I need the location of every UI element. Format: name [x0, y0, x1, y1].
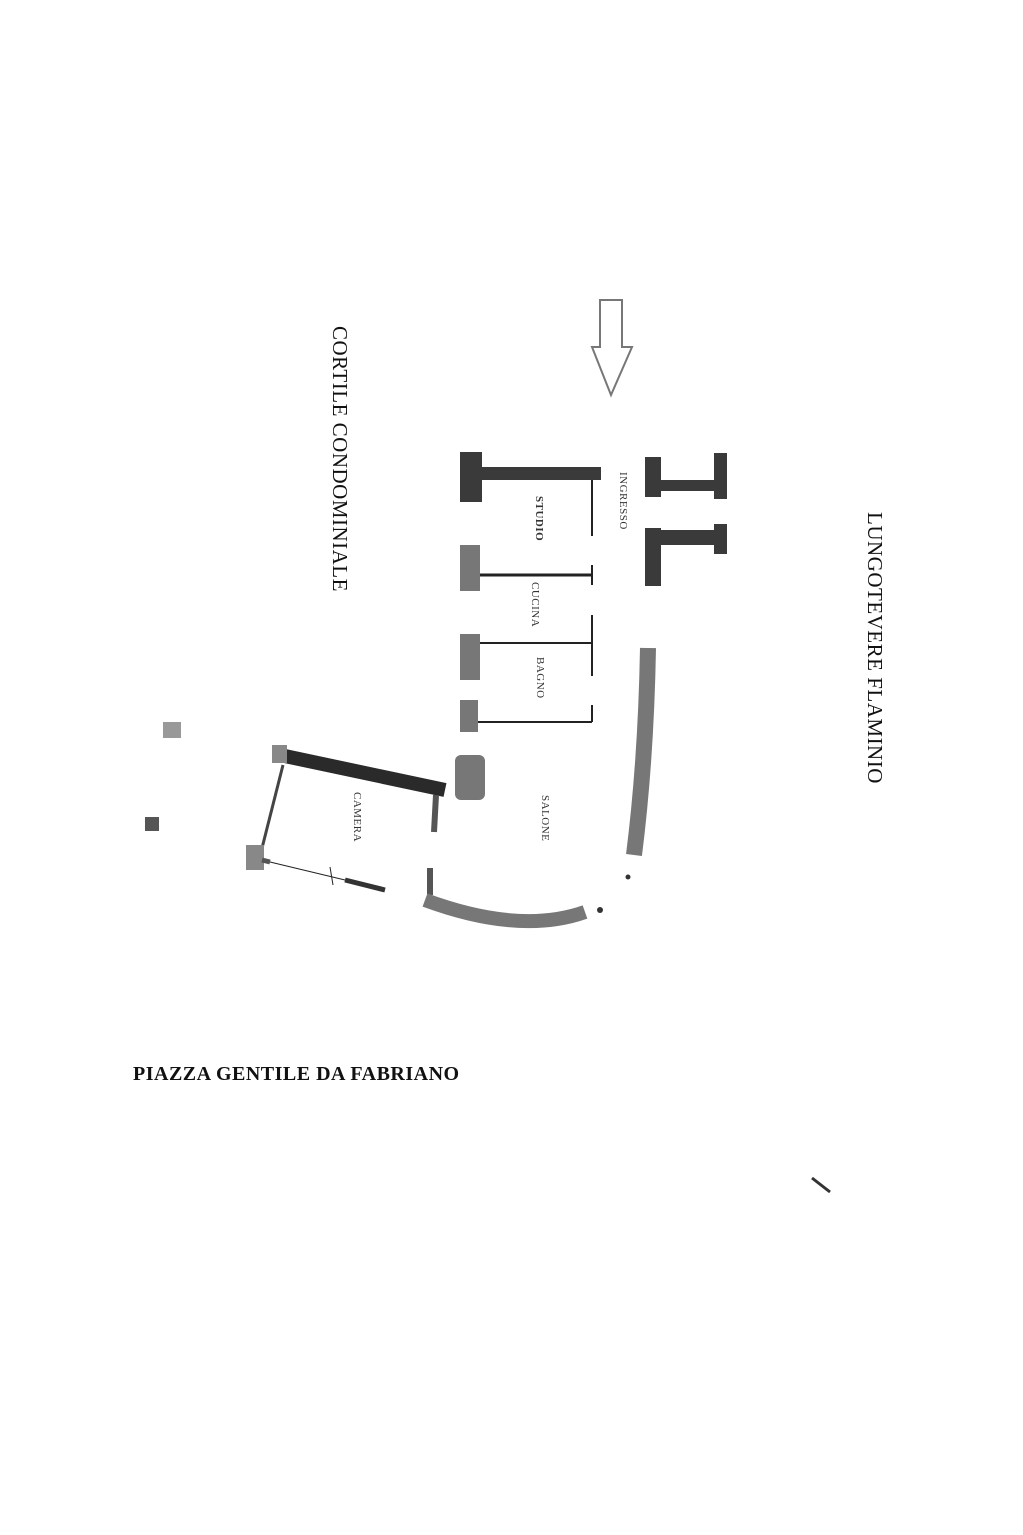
room-label-ingresso: INGRESSO: [617, 472, 629, 530]
entrance-arrow-icon: [590, 299, 634, 398]
scan-mark: [811, 1176, 831, 1194]
street-label-lungotevere: LUNGOTEVERE FLAMINIO: [863, 512, 887, 784]
facade-wall: [626, 647, 656, 857]
street-label-piazza: PIAZZA GENTILE DA FABRIANO: [133, 1063, 460, 1085]
room-label-salone: SALONE: [539, 795, 551, 841]
ingresso-outer-wall: [645, 453, 727, 586]
room-label-camera: CAMERA: [351, 792, 363, 842]
room-label-studio: STUDIO: [533, 496, 545, 541]
room-label-bagno: BAGNO: [534, 657, 546, 699]
street-label-cortile: CORTILE CONDOMINIALE: [328, 326, 352, 592]
internal-walls: [460, 452, 601, 732]
room-label-cucina: CUCINA: [529, 582, 541, 627]
camera-walls: [145, 722, 631, 929]
